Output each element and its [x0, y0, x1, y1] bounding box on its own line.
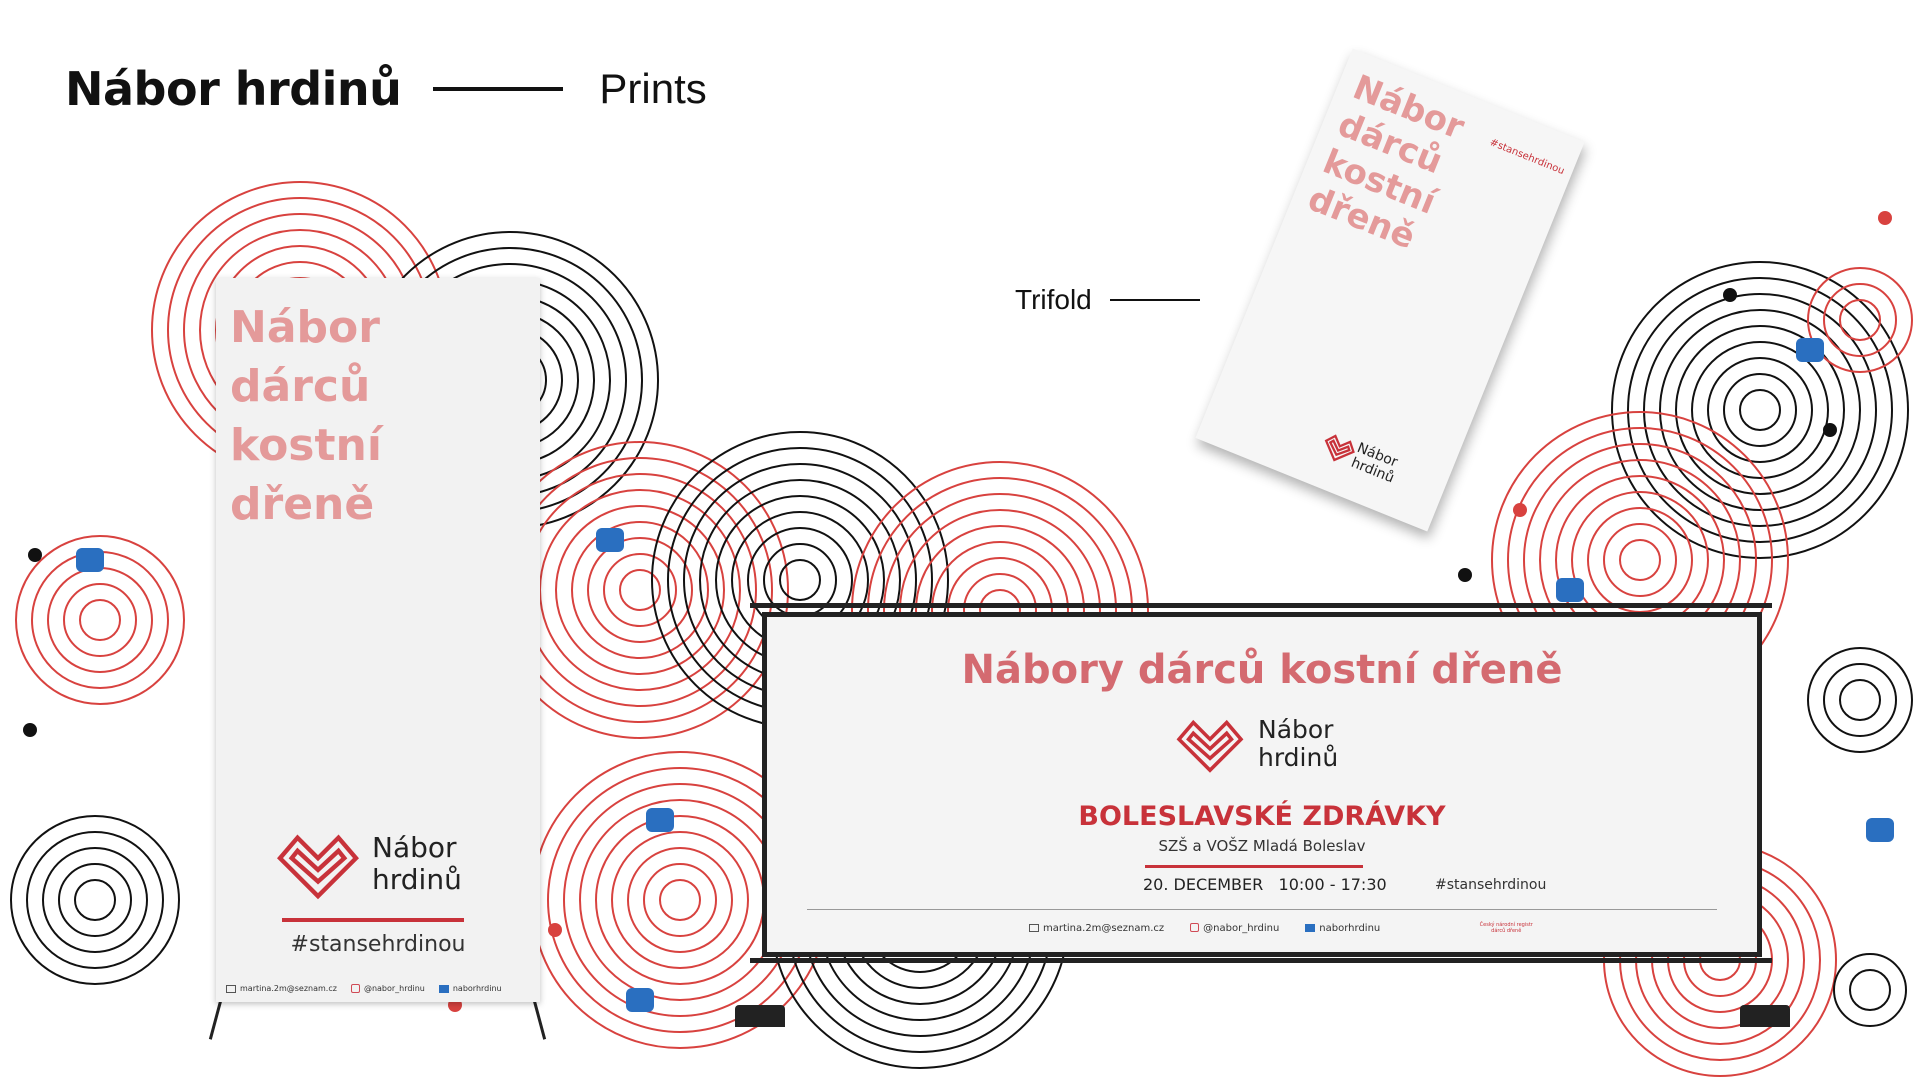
ring — [1707, 357, 1813, 463]
blue-blob — [1866, 818, 1894, 842]
dot — [1723, 288, 1737, 302]
banner-organization: BOLESLAVSKÉ ZDRÁVKY — [1078, 801, 1446, 832]
dot — [28, 548, 42, 562]
banner-frame-foot — [735, 1005, 785, 1027]
trifold-label: Trifold — [1015, 284, 1200, 316]
dot — [1458, 568, 1472, 582]
ring — [1739, 389, 1781, 431]
divider — [282, 918, 464, 922]
ring — [1807, 267, 1913, 373]
blue-blob — [646, 808, 674, 832]
divider — [807, 909, 1717, 910]
ring — [15, 535, 185, 705]
facebook-icon — [1305, 923, 1316, 932]
ring — [1839, 679, 1881, 721]
banner-title: Nábory dárců kostní dřeně — [961, 647, 1563, 693]
blue-blob — [596, 528, 624, 552]
ring — [1849, 969, 1891, 1011]
mail-icon — [226, 984, 236, 993]
ring — [1823, 283, 1897, 357]
ring — [579, 799, 781, 1001]
ring — [74, 879, 116, 921]
instagram-icon — [1190, 923, 1200, 932]
ring — [1675, 325, 1845, 495]
blue-blob — [76, 548, 104, 572]
divider — [433, 87, 564, 91]
ring — [1619, 539, 1661, 581]
ring — [571, 521, 709, 659]
divider — [1145, 865, 1363, 868]
dot — [1513, 503, 1527, 517]
banner-frame-top — [750, 603, 1772, 608]
ring — [587, 537, 693, 643]
page-subtitle: Prints — [599, 65, 707, 112]
dot — [548, 923, 562, 937]
ring — [1643, 293, 1877, 527]
blue-blob — [626, 988, 654, 1012]
heart-logo-icon — [1324, 434, 1355, 462]
instagram-icon — [350, 984, 360, 993]
banner-school: SZŠ a VOŠZ Mladá Boleslav — [1158, 837, 1366, 855]
blue-blob — [1796, 338, 1824, 362]
ring — [1659, 309, 1861, 511]
ring — [555, 505, 725, 675]
ring — [1611, 261, 1909, 559]
ring — [1839, 299, 1881, 341]
banner-date-time: 20. DECEMBER 10:00 - 17:30 — [1143, 875, 1387, 894]
facebook-icon — [438, 984, 449, 993]
divider — [1109, 299, 1200, 301]
mail-icon — [1029, 923, 1039, 932]
ring — [26, 831, 164, 969]
dot — [1823, 423, 1837, 437]
ring — [595, 815, 765, 985]
rollup-contact-footer: martina.2m@seznam.cz @nabor_hrdinu nabor… — [226, 984, 502, 993]
banner-contact-footer: martina.2m@seznam.cz @nabor_hrdinu nabor… — [1029, 922, 1536, 934]
ring — [539, 489, 741, 691]
ring — [627, 847, 733, 953]
heart-logo-icon — [1176, 719, 1244, 773]
ring — [659, 879, 701, 921]
ring — [643, 863, 717, 937]
ring — [611, 831, 749, 969]
ring — [42, 847, 148, 953]
rollup-hashtag: #stansehrdinou — [290, 932, 466, 957]
ring — [1691, 341, 1829, 479]
ring — [79, 599, 121, 641]
ring — [1833, 953, 1907, 1027]
ring — [619, 569, 661, 611]
ring — [779, 559, 821, 601]
dot — [1878, 211, 1892, 225]
ring — [523, 473, 757, 707]
ring — [1823, 663, 1897, 737]
banner-frame-foot — [1740, 1005, 1790, 1027]
ring — [1603, 523, 1677, 597]
page-title: Nábor hrdinů — [65, 62, 402, 116]
ring — [1627, 277, 1893, 543]
registry-logo: Český národní registr dárců dřeně — [1479, 922, 1533, 934]
dot — [23, 723, 37, 737]
ring — [1723, 373, 1797, 447]
heart-logo-icon — [277, 834, 359, 900]
ring — [1807, 647, 1913, 753]
ring — [603, 553, 677, 627]
page-header: Nábor hrdinů Prints — [65, 62, 707, 116]
trifold-hashtag: #stansehrdinou — [1488, 137, 1566, 178]
banner-frame-bottom — [750, 958, 1772, 963]
trifold-label-text: Trifold — [1015, 284, 1092, 315]
blue-blob — [1556, 578, 1584, 602]
ring — [31, 551, 169, 689]
ring — [10, 815, 180, 985]
ring — [63, 583, 137, 657]
ring — [58, 863, 132, 937]
banner-hashtag: #stansehrdinou — [1435, 877, 1547, 893]
